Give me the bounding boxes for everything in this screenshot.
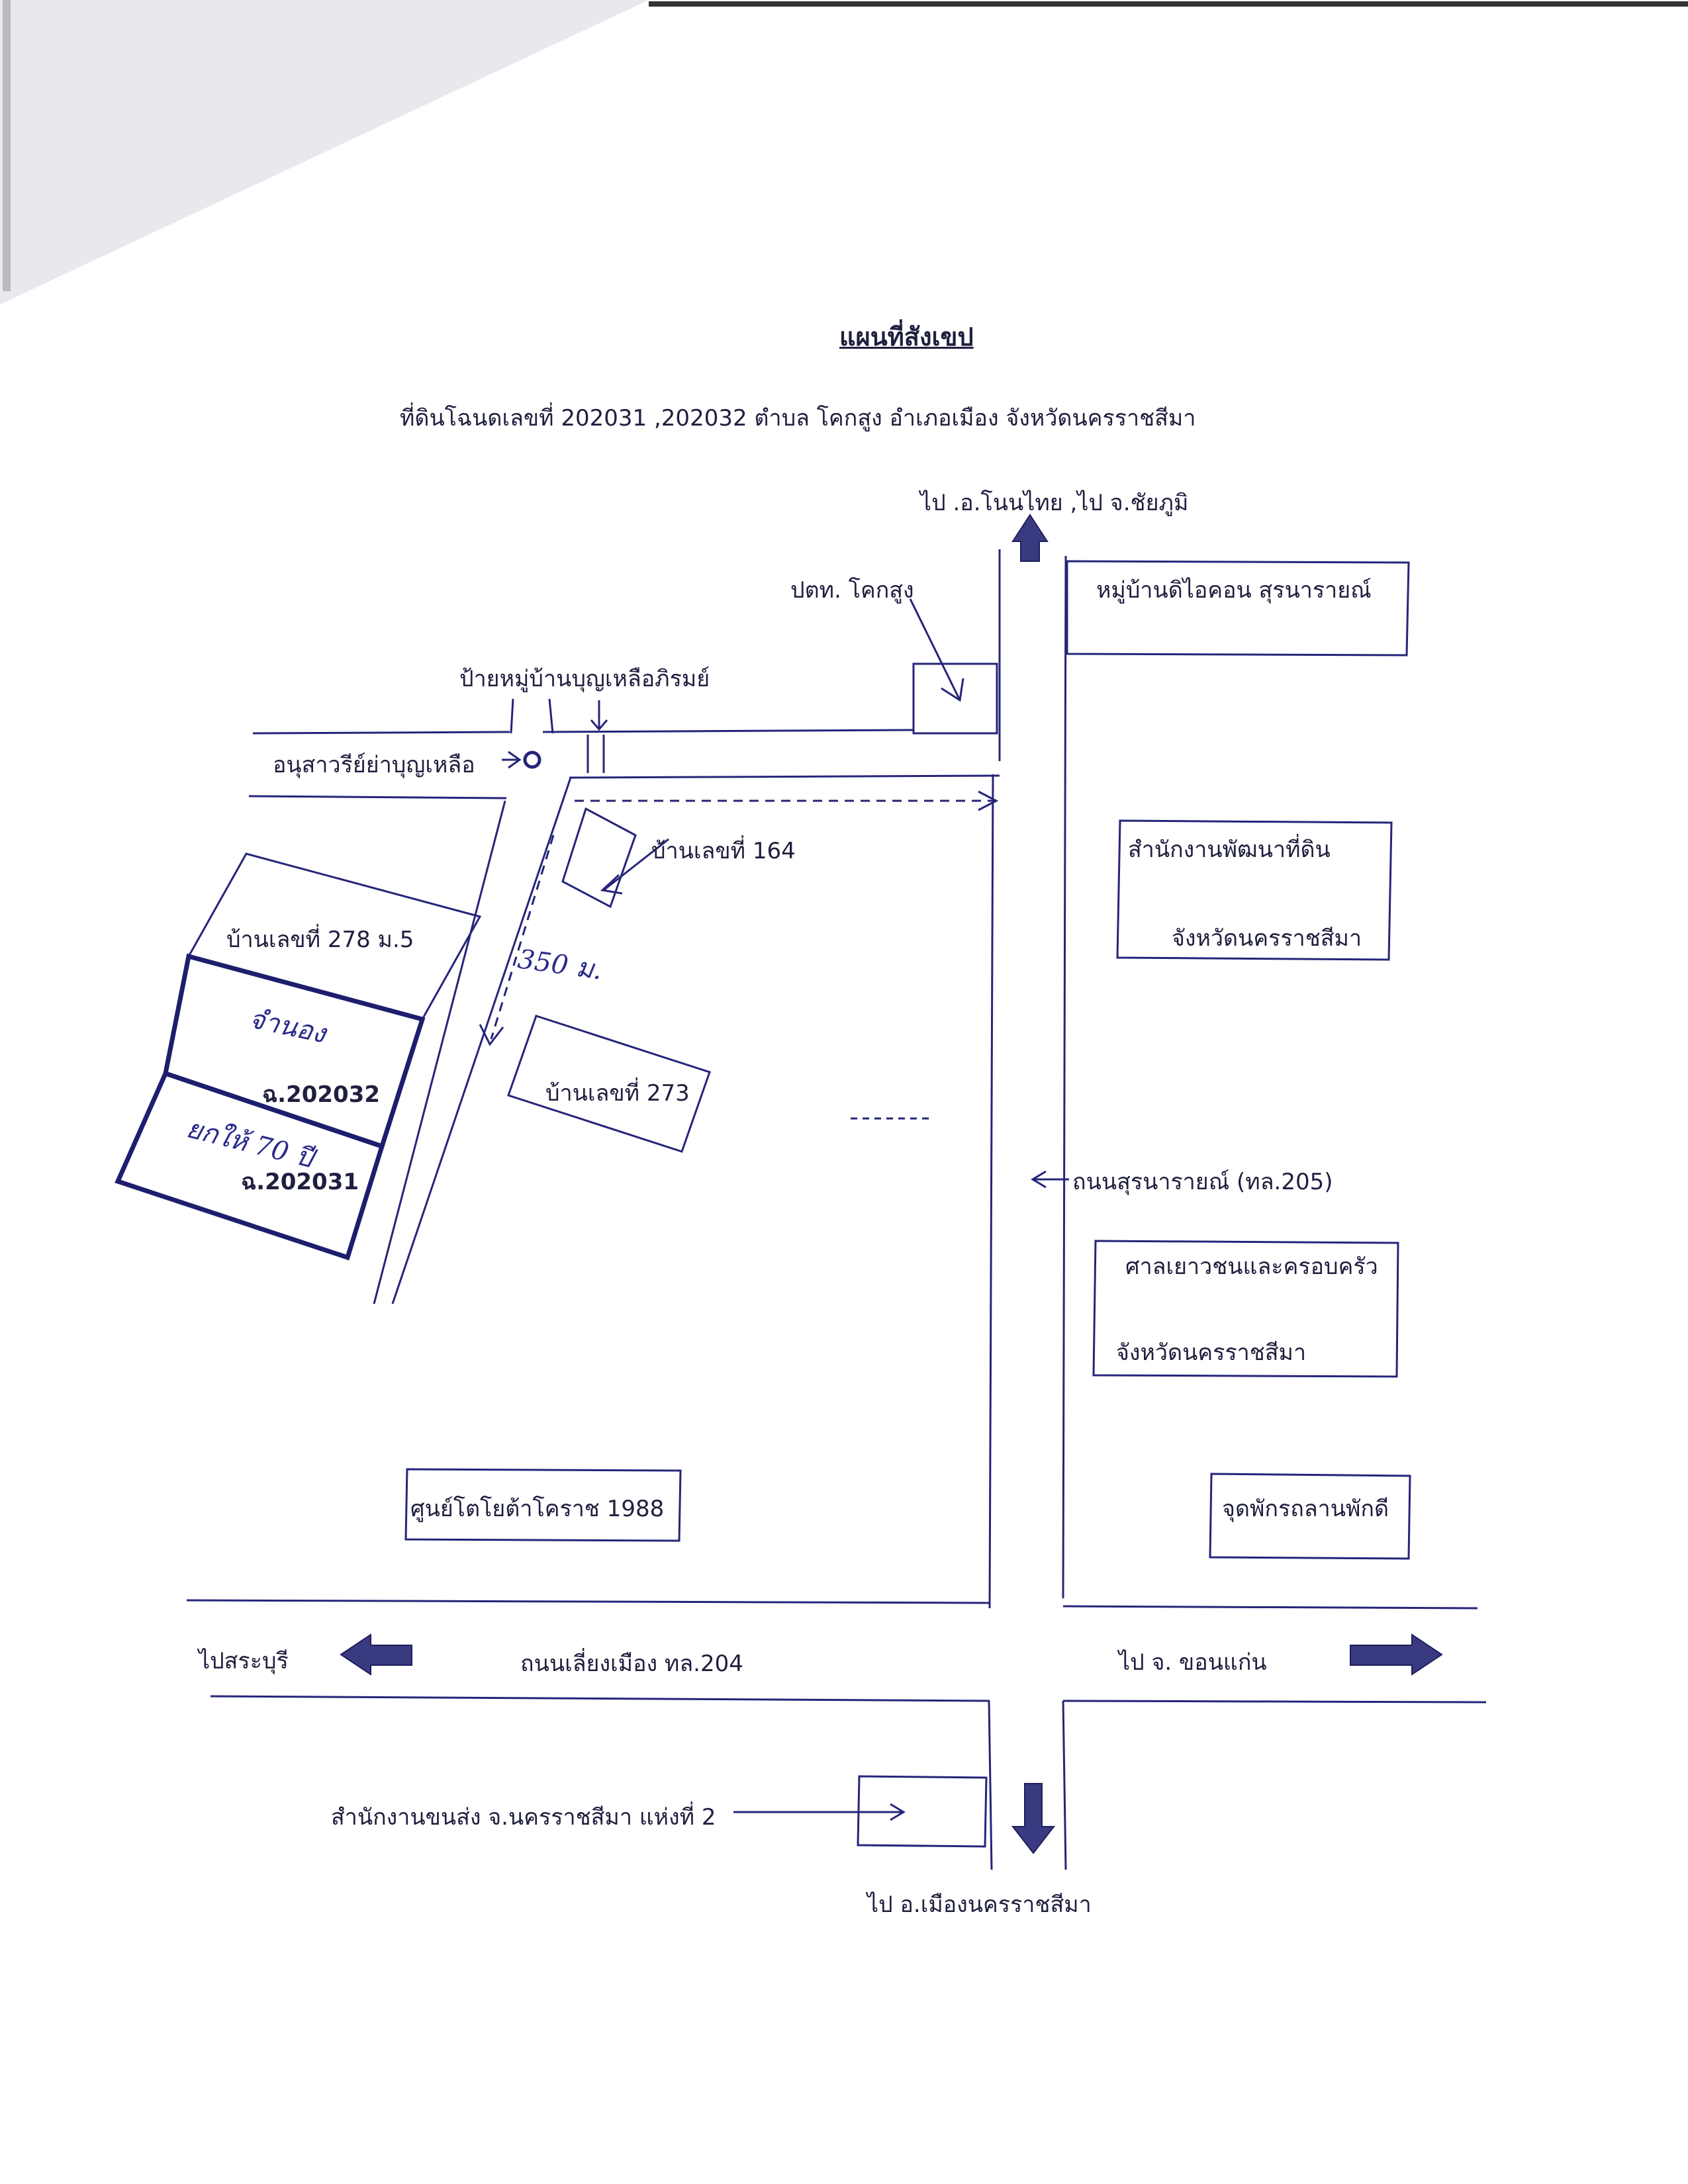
plot-202031: [115, 1070, 385, 1261]
route: [490, 799, 996, 1040]
pointer-ptt: [909, 598, 964, 702]
label-transport-office: สำนักงานขนส่ง จ.นครราชสีมา แห่งที่ 2: [331, 1804, 716, 1831]
house-164-box: [561, 807, 637, 909]
arrow-south: [1011, 1783, 1056, 1854]
soi-south-edge: [248, 774, 1000, 799]
label-land-office-1: สำนักงานพัฒนาที่ดิน: [1128, 837, 1331, 863]
surinarai-road-west-edge: [988, 549, 1001, 1609]
lane-west-edge: [373, 800, 506, 1304]
bypass-road-south-edge: [210, 1695, 1487, 1704]
soi-gate-posts: [510, 698, 605, 773]
label-to-muang: ไป อ.เมืองนครราชสีมา: [867, 1891, 1092, 1918]
label-diacon: หมู่บ้านดิไอคอน สุรนารายณ์: [1096, 577, 1372, 604]
label-court-1: ศาลเยาวชนและครอบครัว: [1125, 1253, 1378, 1280]
transport-office-box: [857, 1775, 988, 1848]
route-arrows: [479, 598, 1069, 1821]
surinarai-road-east-edge: [1062, 555, 1067, 1599]
label-bypass-road: ถนนเลี่ยงเมือง ทล.204: [520, 1651, 743, 1677]
bypass-road-north-edge: [186, 1599, 1478, 1610]
house-273-box: [507, 1015, 711, 1153]
label-village-sign: ป้ายหมู่บ้านบุญเหลือภิรมย์: [459, 666, 710, 692]
label-toyota: ศูนย์โตโยต้าโคราช 1988: [410, 1496, 665, 1522]
label-deed-202031: ฉ.202031: [241, 1169, 359, 1195]
map-lines: [186, 549, 1487, 1870]
label-rest-stop: จุดพักรถลานพักดี: [1222, 1496, 1389, 1522]
lane-east-edge: [391, 777, 572, 1304]
pointer-monument: [502, 751, 522, 769]
ptt-box: [912, 662, 998, 735]
arrow-north: [1011, 514, 1049, 562]
surinarai-road-south-edges: [988, 1700, 1067, 1870]
label-house-278: บ้านเลขที่ 278 ม.5: [226, 927, 414, 953]
block-arrows: [340, 514, 1443, 1854]
map-subtitle: ที่ดินโฉนดเลขที่ 202031 ,202032 ตำบล โคก…: [400, 405, 1196, 432]
label-ptt: ปตท. โคกสูง: [790, 577, 914, 604]
label-to-khonkaen: ไป จ. ขอนแก่น: [1119, 1649, 1267, 1676]
folded-corner: [0, 0, 649, 304]
label-land-office-2: จังหวัดนครราชสีมา: [1172, 925, 1362, 952]
land-office-box: [1116, 819, 1393, 961]
court-box: [1092, 1240, 1399, 1378]
route-dashed-diagonal: [490, 835, 555, 1040]
pointer-road-205: [1031, 1170, 1069, 1189]
label-surinarai-road: ถนนสุรนารายณ์ (ทล.205): [1072, 1169, 1333, 1195]
label-to-saraburi: ไปสระบุรี: [199, 1648, 289, 1674]
label-court-2: จังหวัดนครราชสีมา: [1116, 1340, 1307, 1366]
route-arrow-east: [978, 790, 999, 811]
diacon-box: [1066, 560, 1410, 657]
toyota-box: [404, 1468, 682, 1542]
monument-marker: [523, 751, 541, 769]
label-deed-202032: ฉ.202032: [262, 1081, 381, 1108]
pointer-house-164: [600, 838, 669, 895]
label-house-164: บ้านเลขที่ 164: [651, 838, 796, 864]
label-to-nonthai: ไป .อ.โนนไทย ,ไป จ.ชัยภูมิ: [920, 490, 1189, 516]
label-house-273: บ้านเลขที่ 273: [545, 1080, 690, 1107]
pointer-sign: [590, 700, 608, 731]
rest-stop-box: [1209, 1473, 1411, 1560]
subject-plots: [115, 953, 426, 1261]
map-title: แผนที่สังเขป: [839, 322, 974, 351]
label-monument: อนุสาวรีย์ย่าบุญเหลือ: [273, 752, 475, 778]
arrow-east: [1350, 1633, 1443, 1676]
arrow-west: [340, 1633, 412, 1676]
soi-north-edge: [252, 729, 914, 735]
route-arrow-south: [479, 1024, 504, 1046]
pointer-transport: [733, 1803, 906, 1821]
